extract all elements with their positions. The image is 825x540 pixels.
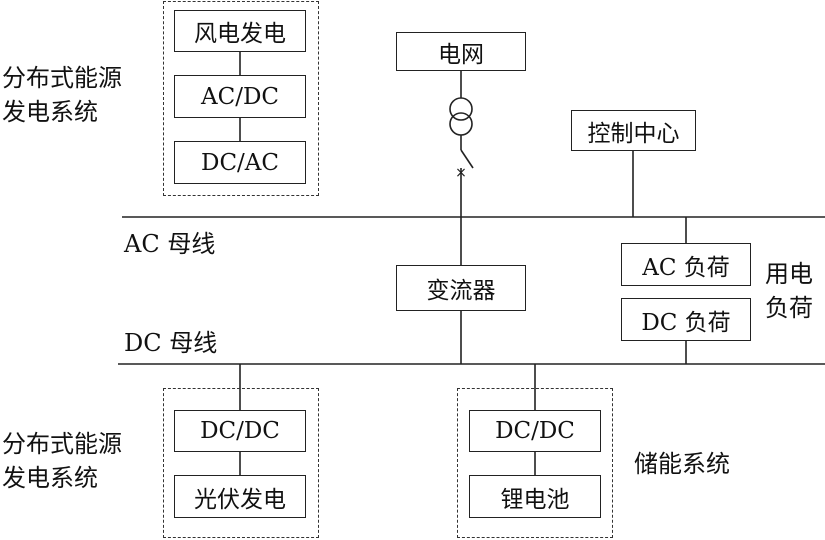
converter-box: 变流器 bbox=[396, 265, 526, 311]
pv-system-frame bbox=[163, 388, 319, 538]
grid-box: 电网 bbox=[396, 32, 526, 71]
pv-system-label-line2: 发电系统 bbox=[2, 464, 98, 492]
wind-system-label-line1: 分布式能源 bbox=[2, 64, 122, 92]
wind-power-box: 风电发电 bbox=[174, 10, 306, 52]
storage-system-label: 储能系统 bbox=[634, 450, 730, 478]
pv-dcdc-box: DC/DC bbox=[174, 410, 306, 452]
ac-load-box: AC 负荷 bbox=[621, 243, 751, 286]
battery-box: 锂电池 bbox=[469, 475, 601, 518]
wind-acdc-box: AC/DC bbox=[174, 75, 306, 118]
load-label-line2: 负荷 bbox=[765, 294, 813, 322]
load-label-line1: 用电 bbox=[765, 260, 813, 288]
pv-power-box: 光伏发电 bbox=[174, 475, 306, 518]
ac-bus-label: AC 母线 bbox=[124, 230, 216, 258]
storage-system-frame bbox=[457, 388, 613, 538]
switch-blade bbox=[460, 149, 474, 169]
dc-bus-label: DC 母线 bbox=[124, 329, 218, 357]
wind-dcac-box: DC/AC bbox=[174, 141, 306, 184]
pv-system-label-line1: 分布式能源 bbox=[2, 430, 122, 458]
control-center-box: 控制中心 bbox=[571, 110, 696, 151]
dc-load-box: DC 负荷 bbox=[621, 298, 751, 341]
wind-system-label-line2: 发电系统 bbox=[2, 98, 98, 126]
wind-system-frame bbox=[163, 1, 319, 196]
storage-dcdc-box: DC/DC bbox=[469, 410, 601, 452]
transformer-upper-coil bbox=[449, 97, 473, 121]
switch-mark: × bbox=[455, 165, 467, 181]
transformer-lower-coil bbox=[449, 112, 473, 136]
